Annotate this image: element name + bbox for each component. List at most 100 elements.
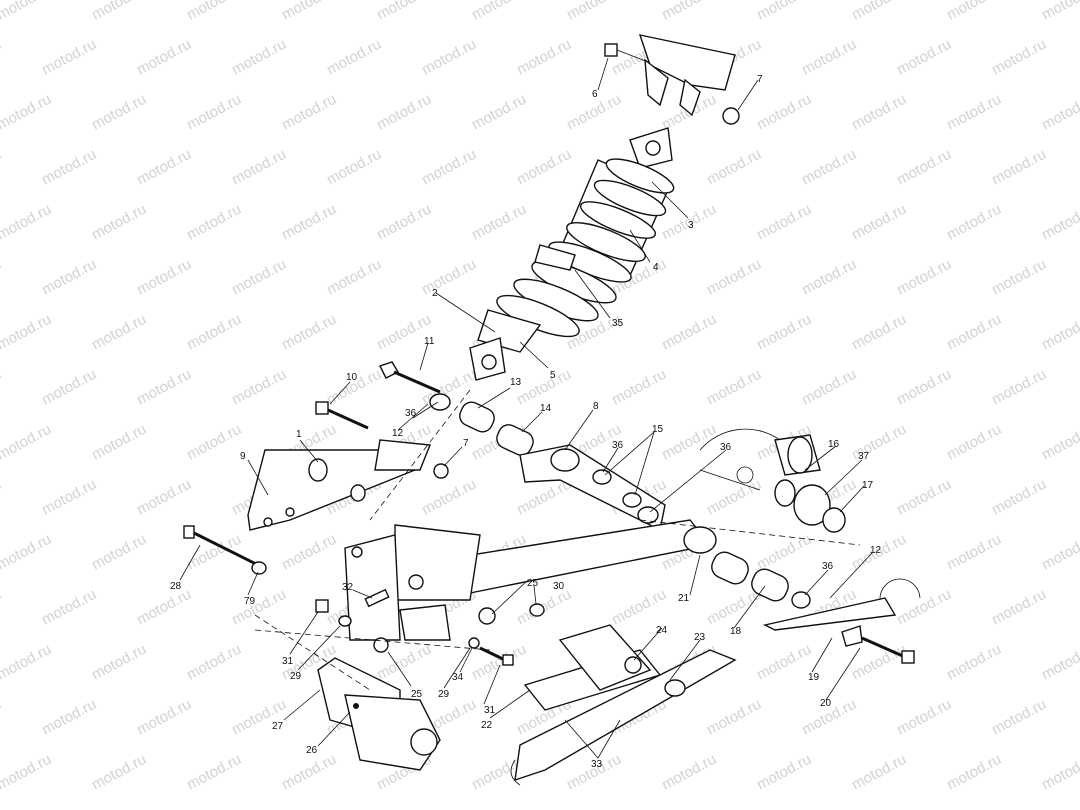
callout-6: 6 bbox=[592, 89, 598, 100]
watermark-text: motod.ru bbox=[229, 696, 289, 739]
watermark-text: motod.ru bbox=[39, 146, 99, 189]
callout-24: 24 bbox=[656, 625, 668, 636]
bolt-part-31-right bbox=[468, 637, 514, 666]
callout-23: 23 bbox=[694, 632, 706, 643]
watermark-text: motod.ru bbox=[419, 146, 479, 189]
callout-14: 14 bbox=[540, 403, 552, 414]
washer-part-36-c bbox=[791, 591, 811, 609]
watermark-text: motod.ru bbox=[184, 641, 244, 684]
watermark-text: motod.ru bbox=[944, 91, 1004, 134]
callout-2: 2 bbox=[432, 288, 438, 299]
watermark-text: motod.ru bbox=[134, 476, 194, 519]
callout-34: 34 bbox=[452, 672, 464, 683]
watermark-text: motod.ru bbox=[989, 476, 1049, 519]
watermark-text: motod.ru bbox=[944, 311, 1004, 354]
watermark-text: motod.ru bbox=[799, 36, 859, 79]
shock-absorber bbox=[469, 127, 675, 381]
watermark-text: motod.ru bbox=[89, 311, 149, 354]
callout-17: 17 bbox=[862, 480, 874, 491]
callout-31-right: 31 bbox=[484, 705, 496, 716]
watermark-text: motod.ru bbox=[944, 641, 1004, 684]
watermark-text: motod.ru bbox=[374, 0, 434, 24]
watermark-text: motod.ru bbox=[799, 366, 859, 409]
callout-26: 26 bbox=[306, 745, 318, 756]
callout-27: 27 bbox=[272, 721, 284, 732]
nut-part-7-lower bbox=[433, 463, 449, 479]
watermark-text: motod.ru bbox=[279, 311, 339, 354]
callout-25-lower: 25 bbox=[411, 689, 423, 700]
watermark-text: motod.ru bbox=[0, 256, 4, 299]
watermark-text: motod.ru bbox=[324, 806, 384, 810]
callout-1: 1 bbox=[296, 429, 302, 440]
callout-28: 28 bbox=[170, 581, 182, 592]
watermark-text: motod.ru bbox=[184, 311, 244, 354]
callout-22: 22 bbox=[481, 720, 493, 731]
front-torque-arm bbox=[247, 439, 431, 531]
ski-assembly bbox=[510, 624, 737, 786]
watermark-text: motod.ru bbox=[894, 806, 954, 810]
watermark-text: motod.ru bbox=[0, 201, 54, 244]
bolt-part-20 bbox=[841, 625, 915, 664]
callout-15: 15 bbox=[652, 424, 664, 435]
callout-4: 4 bbox=[653, 262, 659, 273]
rear-idler-wheel bbox=[699, 428, 846, 533]
watermark-text: motod.ru bbox=[134, 696, 194, 739]
watermark-text: motod.ru bbox=[989, 586, 1049, 629]
watermark-text: motod.ru bbox=[0, 0, 54, 24]
watermark-text: motod.ru bbox=[0, 531, 54, 574]
callout-19: 19 bbox=[808, 672, 820, 683]
watermark-text: motod.ru bbox=[0, 36, 4, 79]
watermark-text: motod.ru bbox=[469, 641, 529, 684]
watermark-text: motod.ru bbox=[564, 0, 624, 24]
watermark-text: motod.ru bbox=[184, 751, 244, 794]
callout-29-right: 29 bbox=[438, 689, 450, 700]
watermark-text: motod.ru bbox=[374, 311, 434, 354]
watermark-text: motod.ru bbox=[754, 531, 814, 574]
watermark-text: motod.ru bbox=[279, 91, 339, 134]
watermark-text: motod.ru bbox=[89, 531, 149, 574]
watermark-text: motod.ru bbox=[659, 311, 719, 354]
watermark-text: motod.ru bbox=[799, 146, 859, 189]
watermark-text: motod.ru bbox=[754, 751, 814, 794]
watermark-text: motod.ru bbox=[89, 201, 149, 244]
watermark-text: motod.ru bbox=[754, 201, 814, 244]
watermark-text: motod.ru bbox=[324, 146, 384, 189]
watermark-text: motod.ru bbox=[229, 366, 289, 409]
watermark-text: motod.ru bbox=[0, 806, 4, 810]
washer-part-36-b bbox=[637, 506, 659, 524]
watermark-text: motod.ru bbox=[944, 531, 1004, 574]
pin-part-32 bbox=[364, 588, 390, 608]
watermark-text: motod.ru bbox=[39, 476, 99, 519]
watermark-text: motod.ru bbox=[0, 91, 54, 134]
callout-35: 35 bbox=[612, 318, 624, 329]
watermark-text: motod.ru bbox=[989, 806, 1049, 810]
watermark-text: motod.ru bbox=[704, 146, 764, 189]
watermark-text: motod.ru bbox=[229, 256, 289, 299]
watermark-text: motod.ru bbox=[374, 201, 434, 244]
callout-12-right: 12 bbox=[870, 545, 882, 556]
callout-12-left: 12 bbox=[392, 428, 404, 439]
watermark-text: motod.ru bbox=[1039, 0, 1080, 24]
callout-36-left: 36 bbox=[405, 408, 417, 419]
watermark-text: motod.ru bbox=[134, 366, 194, 409]
watermark-text: motod.ru bbox=[894, 696, 954, 739]
watermark-text: motod.ru bbox=[989, 696, 1049, 739]
bolt-part-6 bbox=[604, 43, 649, 63]
callout-20: 20 bbox=[820, 698, 832, 709]
watermark-text: motod.ru bbox=[229, 146, 289, 189]
watermark-text: motod.ru bbox=[229, 586, 289, 629]
watermark-text: motod.ru bbox=[609, 586, 669, 629]
watermark-text: motod.ru bbox=[704, 806, 764, 810]
watermark-text: motod.ru bbox=[374, 91, 434, 134]
watermark-text: motod.ru bbox=[134, 256, 194, 299]
watermark-text: motod.ru bbox=[39, 806, 99, 810]
watermark-text: motod.ru bbox=[704, 696, 764, 739]
watermark-text: motod.ru bbox=[184, 201, 244, 244]
watermark-text: motod.ru bbox=[1039, 751, 1080, 794]
watermark-text: motod.ru bbox=[514, 146, 574, 189]
watermark-text: motod.ru bbox=[894, 36, 954, 79]
callout-3: 3 bbox=[688, 220, 694, 231]
callout-25-upper: 25 bbox=[527, 578, 539, 589]
watermark-text: motod.ru bbox=[849, 0, 909, 24]
watermark-text: motod.ru bbox=[704, 366, 764, 409]
